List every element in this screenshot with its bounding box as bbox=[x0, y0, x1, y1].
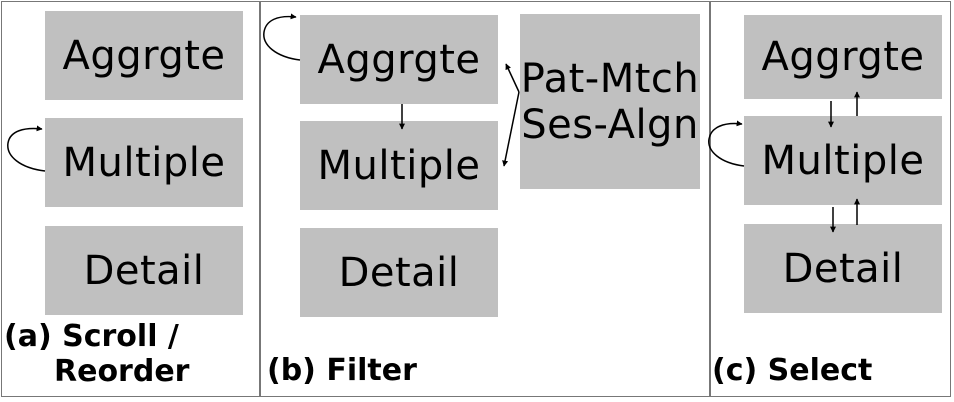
panel-c-detail-label: Detail bbox=[782, 245, 904, 292]
panel-c-detail-box: Detail bbox=[744, 224, 942, 313]
panel-b-detail-box: Detail bbox=[300, 228, 498, 317]
panel-a-detail-box: Detail bbox=[45, 226, 243, 315]
panel-b-session-align-label: Ses-Algn bbox=[521, 101, 699, 148]
panel-c-aggregate-box: Aggrgte bbox=[744, 15, 942, 99]
panel-c-aggregate-label: Aggrgte bbox=[761, 34, 925, 80]
panel-b-multiple-box: Multiple bbox=[300, 121, 498, 210]
panel-b-caption-text: (b) Filter bbox=[267, 353, 417, 388]
panel-c-multiple-box: Multiple bbox=[744, 116, 942, 205]
panel-a-caption-line1: (a) Scroll / bbox=[4, 319, 179, 354]
panel-a-aggregate-label: Aggrgte bbox=[62, 32, 226, 79]
panel-b-aggregate-box: Aggrgte bbox=[300, 15, 498, 104]
panel-c-caption-text: (c) Select bbox=[712, 353, 873, 388]
panel-a-detail-label: Detail bbox=[83, 247, 205, 294]
panel-b-pattern-session-box: Pat-Mtch Ses-Algn bbox=[520, 14, 700, 189]
panel-b-aggregate-label: Aggrgte bbox=[317, 36, 481, 83]
panel-b-caption: (b) Filter bbox=[267, 353, 417, 389]
panel-b-detail-label: Detail bbox=[338, 249, 460, 296]
panel-a-multiple-box: Multiple bbox=[45, 118, 243, 207]
panel-c-multiple-label: Multiple bbox=[761, 137, 925, 184]
panel-a-caption-line2: Reorder bbox=[54, 353, 190, 389]
panel-a-multiple-label: Multiple bbox=[62, 139, 226, 186]
panel-a-caption: (a) Scroll / Reorder bbox=[4, 319, 190, 389]
panel-b-pattern-match-label: Pat-Mtch bbox=[520, 55, 700, 102]
panel-a-aggregate-box: Aggrgte bbox=[45, 11, 243, 100]
panel-c-caption: (c) Select bbox=[712, 353, 873, 389]
panel-b-multiple-label: Multiple bbox=[317, 142, 481, 189]
